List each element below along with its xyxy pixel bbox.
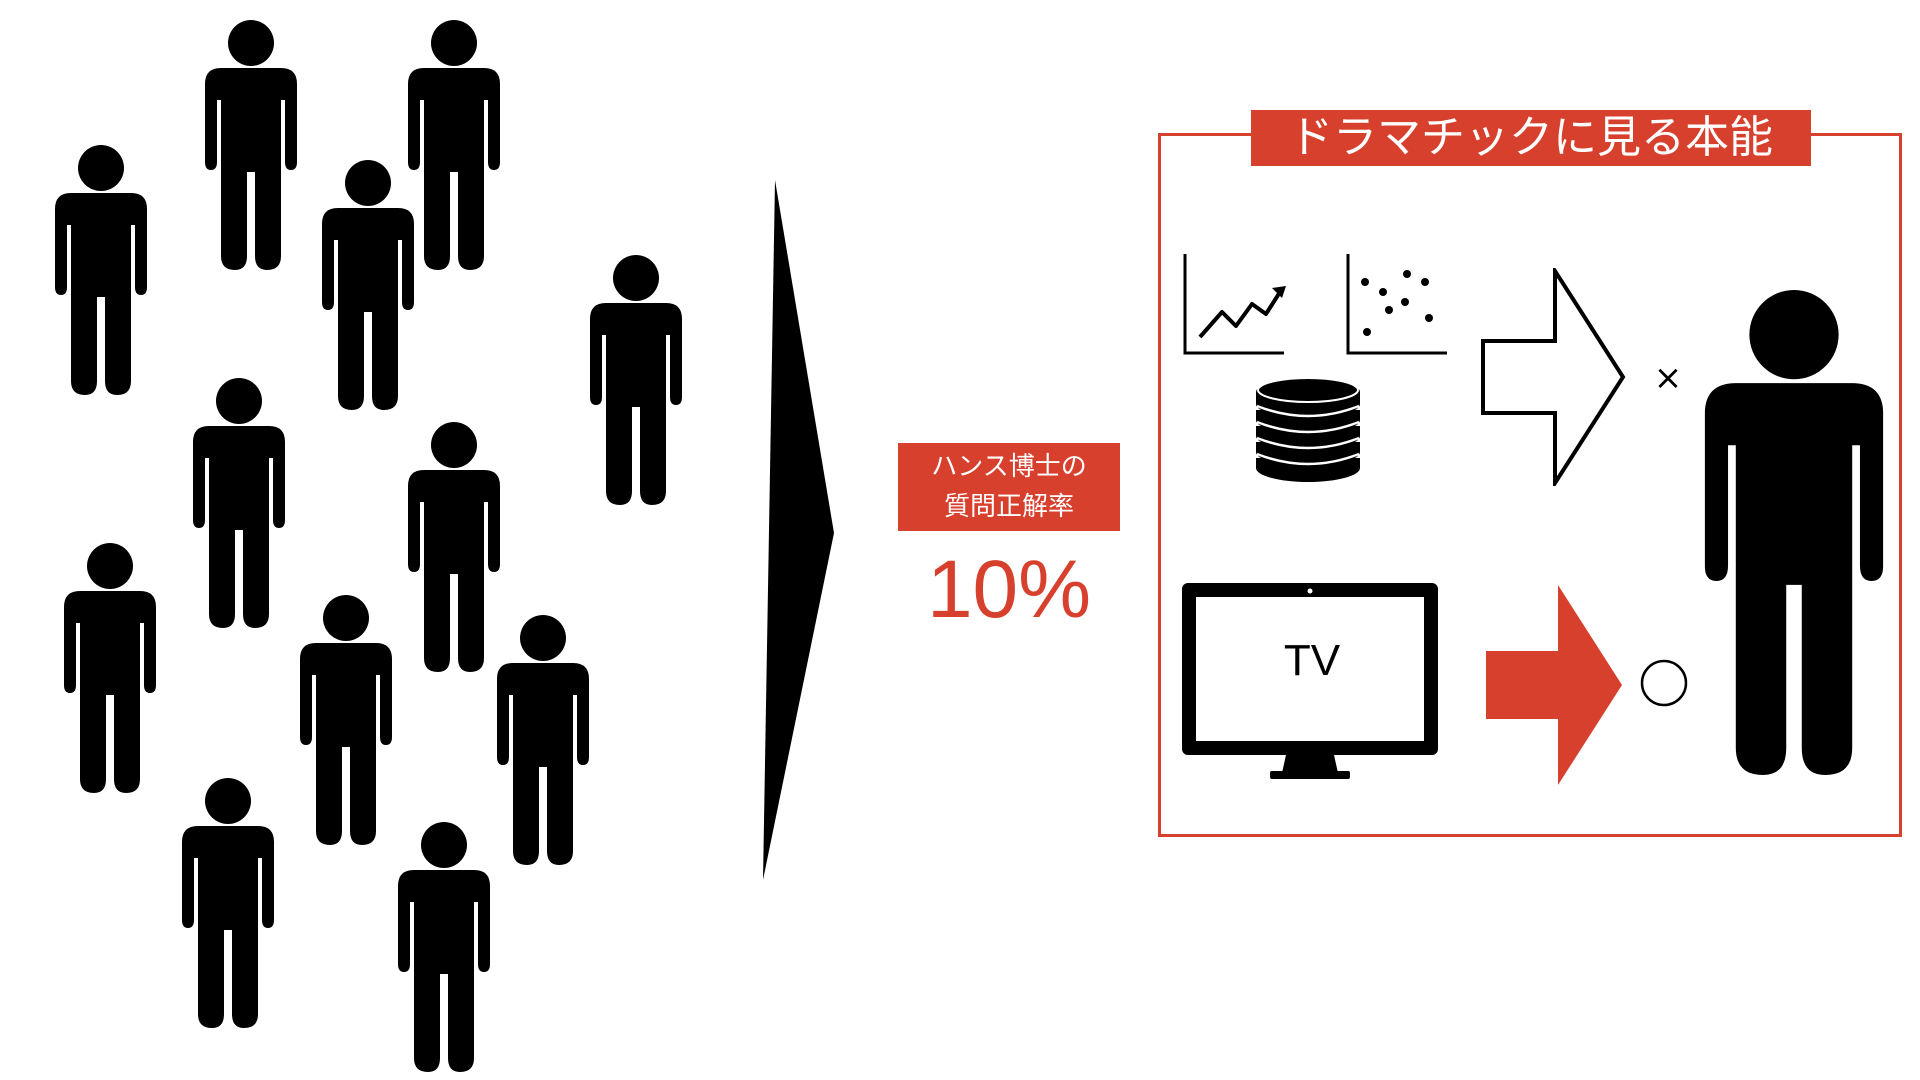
person-icon [497,615,589,865]
scatter-plot-icon [1346,254,1447,355]
circle-mark-icon [1640,659,1688,707]
person-icon [300,595,392,845]
person-icon [182,778,274,1028]
person-icon [408,422,500,672]
person-icon [398,822,490,1072]
rate-label-line2: 質問正解率 [943,492,1074,522]
person-icon [55,145,147,395]
database-icon [1256,378,1360,482]
chevron-arrow-icon [763,180,834,880]
rate-label-line1: ハンス博士の [931,452,1087,482]
person-icon [590,255,682,505]
monitor-icon [1182,583,1438,779]
line-chart-icon [1183,254,1286,355]
rate-value: 10% [926,544,1092,635]
person-icon [205,20,297,270]
person-icon [193,378,285,628]
person-icon [64,543,156,793]
cross-mark: × [1653,358,1683,398]
rate-label-box: ハンス博士の 質問正解率 [898,443,1120,531]
outline-arrow-icon [1481,268,1626,486]
large-person-icon [1704,290,1884,775]
red-arrow-icon [1486,585,1622,785]
person-icon [408,20,500,270]
tv-label: TV [1283,636,1341,685]
panel-title: ドラマチックに見る本能 [1251,110,1811,166]
person-icon [322,160,414,410]
